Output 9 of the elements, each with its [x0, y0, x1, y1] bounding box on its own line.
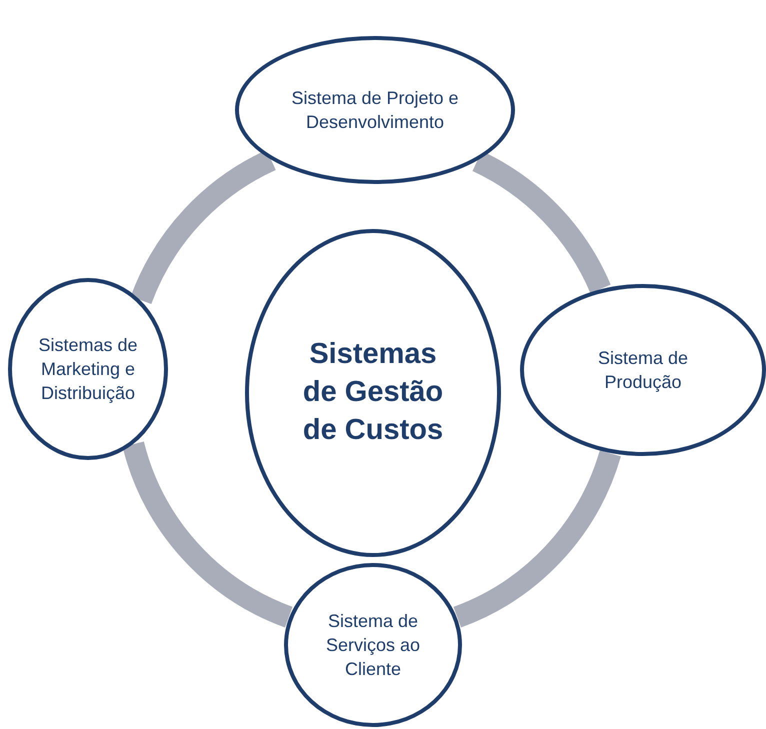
ring-connector — [452, 450, 621, 628]
node-label: Sistemas de Marketing e Distribuição — [37, 334, 139, 406]
node-label: Sistema de Produção — [596, 346, 690, 394]
ring-connector — [472, 151, 610, 294]
ring-connector — [130, 150, 276, 305]
ring-connector — [122, 440, 294, 628]
node-label: Sistema de Serviços ao Cliente — [324, 610, 422, 682]
node-label: Sistema de Projeto e Desenvolvimento — [290, 86, 460, 134]
central-title: Sistemas de Gestão de Custos — [302, 337, 444, 448]
